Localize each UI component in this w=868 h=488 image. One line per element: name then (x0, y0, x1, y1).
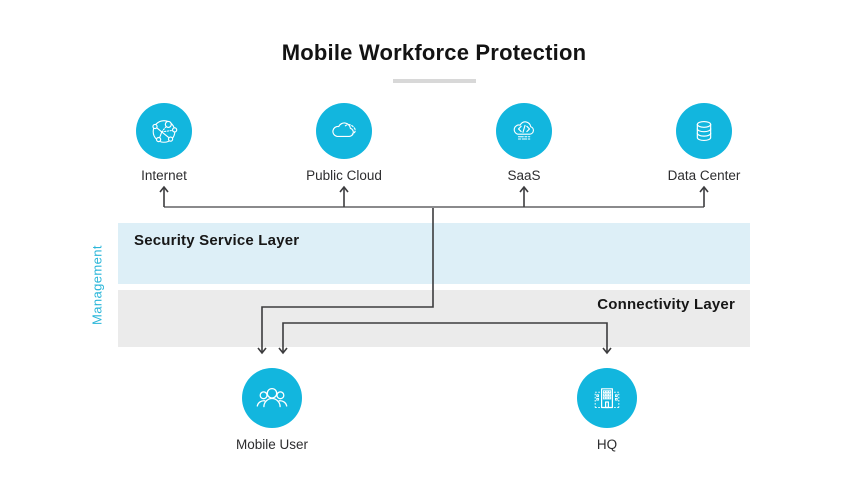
hq-node-circle (577, 368, 637, 428)
node-label: HQ (596, 437, 618, 452)
user-group-icon (256, 387, 288, 408)
connectivity-layer-band: Connectivity Layer (118, 290, 750, 347)
node-saas: SaaS (464, 103, 584, 183)
title-underline (393, 79, 476, 83)
public-cloud-node-circle (316, 103, 372, 159)
node-internet: Internet (104, 103, 224, 183)
cloud-code-icon (513, 121, 534, 140)
network-globe-icon (152, 120, 178, 143)
security-layer-label: Security Service Layer (134, 232, 300, 249)
management-label: Management (89, 245, 105, 325)
page-title: Mobile Workforce Protection (281, 40, 587, 65)
internet-node-circle (136, 103, 192, 159)
cloud-icon (332, 122, 356, 137)
node-label: Public Cloud (306, 168, 382, 183)
node-label: Data Center (667, 168, 741, 183)
node-label: Internet (141, 168, 187, 183)
database-icon (696, 120, 712, 142)
mobile-user-node-circle (242, 368, 302, 428)
node-hq: HQ (547, 368, 667, 452)
node-label: Mobile User (235, 437, 309, 452)
saas-node-circle (496, 103, 552, 159)
node-public-cloud: Public Cloud (284, 103, 404, 183)
security-service-layer-band: Security Service Layer (118, 223, 750, 284)
node-label: SaaS (507, 168, 541, 183)
connectivity-layer-label: Connectivity Layer (597, 296, 735, 313)
node-mobile-user: Mobile User (212, 368, 332, 452)
node-data-center: Data Center (644, 103, 764, 183)
office-building-icon (594, 388, 620, 409)
up-arrows (159, 185, 709, 207)
data-center-node-circle (676, 103, 732, 159)
